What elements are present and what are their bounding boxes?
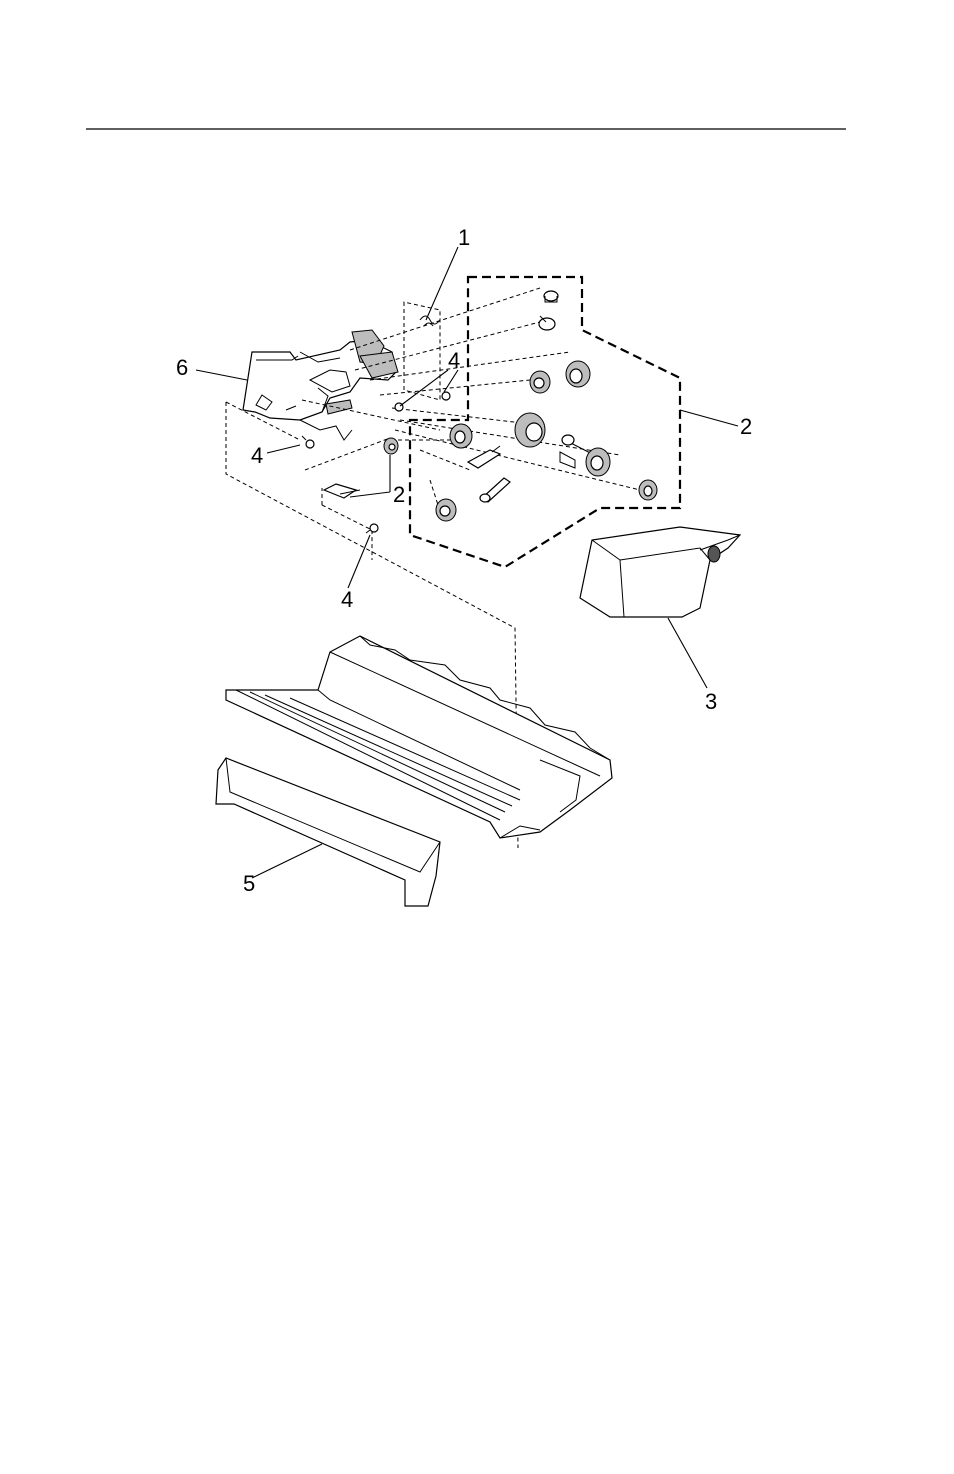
gear-upper-right [566, 361, 590, 387]
callout-5: 5 [243, 871, 255, 896]
part-1-spring [404, 302, 440, 400]
gear-upper-mid [530, 371, 550, 393]
callout-2-part: 2 [393, 482, 405, 507]
lever-piece [480, 478, 510, 502]
gear-lower-right [639, 480, 657, 500]
part-2-gear-assembly [436, 291, 657, 521]
gear-large [515, 413, 545, 447]
part-3-cover [580, 527, 740, 617]
part-4-screw-left [302, 436, 314, 448]
callout-4-bottom: 4 [341, 587, 353, 612]
screw-top [539, 316, 555, 330]
part-4-screw-bottom [366, 524, 378, 533]
callout-2-group: 2 [740, 414, 752, 439]
part-6-side-frame [243, 330, 398, 440]
gear-shaft-assembly [560, 435, 610, 476]
gear-lower-left [436, 499, 456, 521]
callout-4-top: 4 [448, 348, 460, 373]
gear-nut-top [544, 291, 558, 302]
callout-4-left: 4 [251, 443, 263, 468]
callout-3: 3 [705, 689, 717, 714]
callout-1: 1 [458, 225, 470, 250]
gear-left [450, 424, 472, 448]
callout-6: 6 [176, 355, 188, 380]
part-2-small-gear [384, 438, 398, 454]
